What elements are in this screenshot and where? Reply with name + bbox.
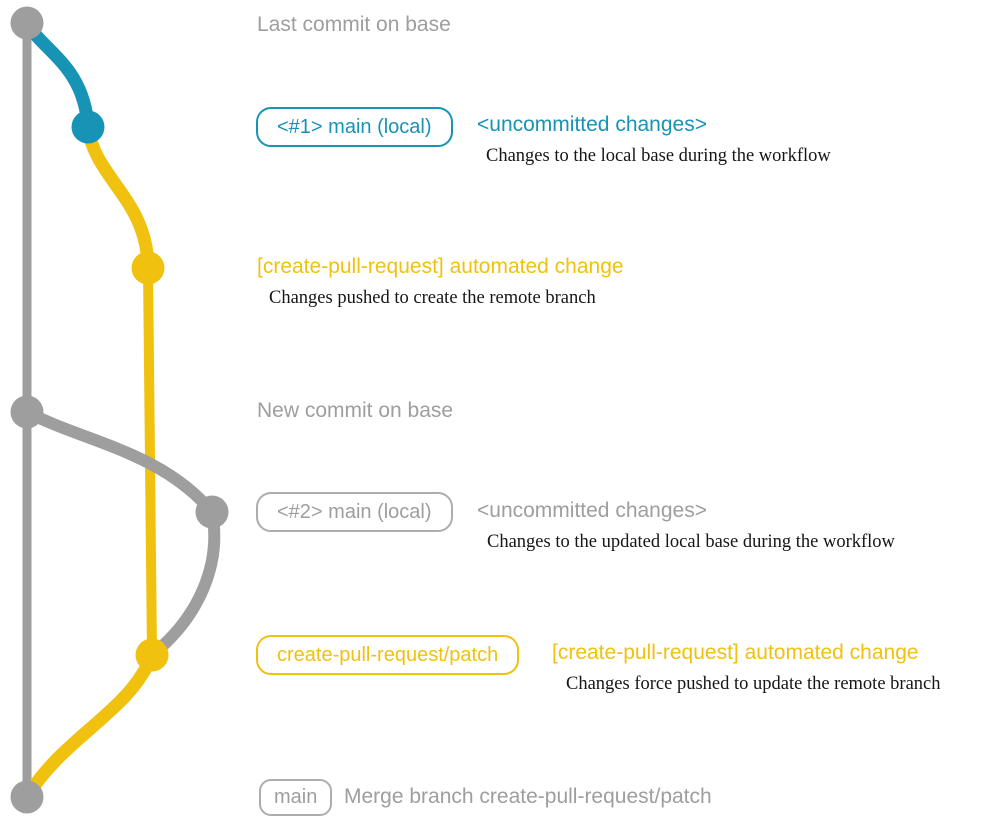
automated-change-2-note: [create-pull-request] automated change bbox=[552, 641, 919, 664]
branch-badge-main-local-1-label: <#1> main (local) bbox=[277, 115, 432, 138]
branch-badge-create-pull-request-patch: create-pull-request/patch bbox=[256, 635, 520, 675]
rebased-local-main-curve-lower bbox=[146, 506, 221, 661]
branch-badge-main-local-2: <#2> main (local) bbox=[256, 492, 453, 532]
merge-commit-message: Merge branch create-pull-request/patch bbox=[344, 785, 712, 808]
branch-badge-main-local-1: <#1> main (local) bbox=[256, 107, 453, 147]
automated-change-2-description: Changes force pushed to update the remot… bbox=[566, 674, 941, 694]
commit-node-automated-change-1 bbox=[131, 251, 165, 285]
branch-badge-create-pull-request-patch-label: create-pull-request/patch bbox=[277, 643, 499, 666]
rebased-local-main-curve-upper bbox=[21, 406, 218, 518]
new-commit-on-base-label: New commit on base bbox=[257, 399, 454, 422]
uncommitted-changes-2-note: <uncommitted changes> bbox=[477, 499, 707, 522]
commit-node-automated-change-2 bbox=[135, 638, 169, 672]
commit-node-uncommitted-changes-1 bbox=[71, 110, 105, 144]
uncommitted-changes-1-description: Changes to the local base during the wor… bbox=[486, 146, 831, 166]
commit-node-last-commit-on-base bbox=[10, 6, 44, 40]
automated-change-1-note: [create-pull-request] automated change bbox=[257, 255, 624, 278]
commit-node-merge-commit bbox=[10, 780, 44, 814]
commit-node-new-commit-on-base bbox=[10, 395, 44, 429]
commit-node-uncommitted-changes-2 bbox=[195, 495, 229, 529]
automated-change-1-description: Changes pushed to create the remote bran… bbox=[269, 288, 596, 308]
patch-branch-create-curve bbox=[81, 120, 155, 275]
uncommitted-changes-2-description: Changes to the updated local base during… bbox=[487, 532, 895, 552]
branch-badge-main-label: main bbox=[274, 786, 318, 808]
patch-merge-curve bbox=[20, 648, 159, 804]
uncommitted-changes-1-note: <uncommitted changes> bbox=[477, 113, 707, 136]
branch-badge-main-local-2-label: <#2> main (local) bbox=[277, 500, 432, 523]
local-main-branch-curve bbox=[20, 16, 95, 134]
commit-graph bbox=[10, 6, 229, 814]
last-commit-on-base-label: Last commit on base bbox=[257, 13, 451, 36]
branch-badge-main: main bbox=[259, 779, 333, 816]
